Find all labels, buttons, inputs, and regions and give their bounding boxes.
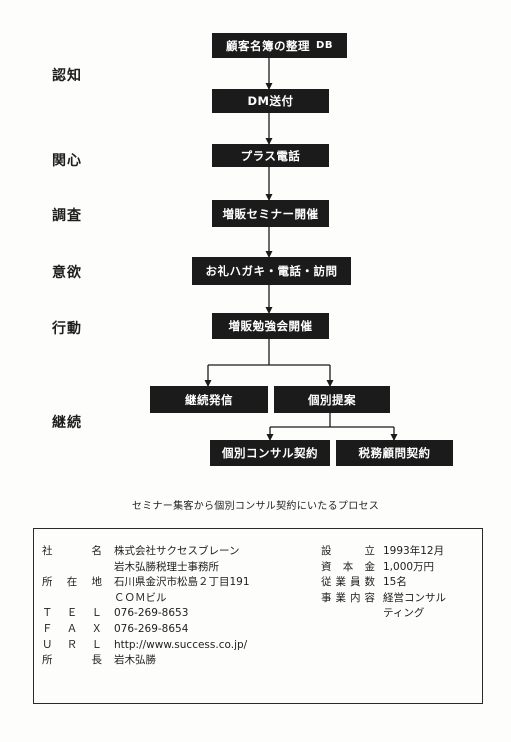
stage-label-ninchi: 認知 (52, 68, 82, 84)
info-row: 社名株式会社サクセスブレーン (42, 544, 250, 560)
info-label (42, 591, 102, 607)
info-label-char: 長 (91, 654, 103, 667)
flow-connectors (204, 58, 398, 441)
info-label: 社名 (42, 544, 102, 560)
info-label-char: 本 (342, 560, 354, 573)
info-row: ティング (321, 606, 446, 622)
info-value: 岩木弘勝 (114, 654, 156, 667)
step-customer-list: 顧客名簿の整理 DB (212, 33, 347, 58)
info-value: ティング (383, 607, 425, 620)
info-row: 従業員数 15名 (321, 575, 446, 591)
info-value: 15名 (383, 576, 407, 589)
info-value: 株式会社サクセスブレーン (114, 545, 240, 557)
info-value: ＣＯＭビル (114, 591, 167, 604)
info-value: 岩木弘勝税理士事務所 (114, 560, 219, 573)
step-study: 増販勉強会開催 (212, 313, 329, 339)
step-tax: 税務顧問契約 (336, 440, 453, 466)
info-row: 所長岩木弘勝 (42, 653, 250, 669)
info-label-char: 従 (321, 576, 332, 589)
info-label-char: Ｘ (91, 622, 103, 635)
info-value: 076-269-8653 (114, 607, 189, 620)
figure-caption: セミナー集客から個別コンサル契約にいたるプロセス (131, 501, 380, 512)
info-label-char: 設 (321, 545, 332, 557)
info-label-char: 立 (364, 545, 376, 557)
info-label-char: 地 (91, 576, 103, 589)
info-label: 従業員数 (321, 575, 375, 591)
info-label-char: 内 (350, 591, 361, 604)
info-label-char: 金 (364, 560, 376, 573)
step-consult: 個別コンサル契約 (210, 440, 330, 466)
info-label-char: Ｔ (42, 607, 53, 620)
stage-label-chousa: 調査 (52, 208, 82, 224)
step-dm: DM送付 (212, 89, 329, 113)
info-label: 設立 (321, 544, 375, 560)
info-label-char: 数 (364, 576, 376, 589)
info-label-char: Ｒ (66, 638, 78, 651)
stage-label-koudou: 行動 (52, 321, 82, 337)
stage-label-iyoku: 意欲 (52, 265, 82, 281)
stage-label-kanshin: 関心 (52, 153, 82, 169)
info-label-char: 資 (321, 560, 332, 573)
info-label (42, 560, 102, 576)
step-seminar: 増販セミナー開催 (212, 200, 329, 227)
info-label-char: Ｌ (91, 638, 103, 651)
info-row: 資本金 1,000万円 (321, 560, 446, 576)
database-badge: DB (316, 40, 333, 51)
info-label: 資本金 (321, 560, 375, 576)
company-info-left: 社名株式会社サクセスブレーン岩木弘勝税理士事務所所在地石川県金沢市松島２丁目19… (42, 544, 250, 669)
info-value: 076-269-8654 (114, 622, 189, 635)
step-proposal: 個別提案 (274, 386, 390, 413)
info-value: 1993年12月 (383, 545, 445, 557)
info-label-char: Ｌ (91, 607, 103, 620)
info-label-char: Ｆ (42, 622, 53, 635)
info-label-char: Ｅ (66, 607, 78, 620)
info-label: 所在地 (42, 575, 102, 591)
info-label-char: 事 (321, 591, 332, 604)
step-thanks: お礼ハガキ・電話・訪問 (192, 257, 351, 285)
info-value: 石川県金沢市松島２丁目191 (114, 576, 250, 589)
info-row: 事業内容経営コンサル (321, 591, 446, 607)
info-label (321, 606, 375, 622)
step-customer-list-label: 顧客名簿の整理 (226, 38, 311, 53)
company-info-box: 社名株式会社サクセスブレーン岩木弘勝税理士事務所所在地石川県金沢市松島２丁目19… (33, 528, 483, 704)
step-newsletter: 継続発信 (150, 386, 268, 413)
info-row: 岩木弘勝税理士事務所 (42, 560, 250, 576)
info-label-char: Ａ (66, 622, 78, 635)
info-label: 所長 (42, 653, 102, 669)
info-label-char: Ｕ (42, 638, 53, 651)
info-label-char: 業 (335, 591, 347, 604)
step-plus-call: プラス電話 (212, 144, 329, 167)
info-value: 経営コンサル (383, 591, 446, 604)
info-row: ＣＯＭビル (42, 591, 250, 607)
info-label-char: 容 (364, 591, 376, 604)
info-label-char: 員 (350, 576, 361, 589)
info-label: 事業内容 (321, 591, 375, 607)
info-row: 所在地石川県金沢市松島２丁目191 (42, 575, 250, 591)
info-label-char: 所 (42, 576, 53, 589)
info-value: 1,000万円 (383, 560, 435, 573)
info-label-char: 在 (66, 576, 78, 589)
info-label-char: 社 (42, 545, 53, 557)
info-label-char: 業 (335, 576, 347, 589)
stage-label-keizoku: 継続 (52, 415, 82, 431)
info-value: http://www.success.co.jp/ (114, 638, 248, 651)
info-label-char: 名 (91, 545, 103, 557)
info-label-char: 所 (42, 654, 53, 667)
